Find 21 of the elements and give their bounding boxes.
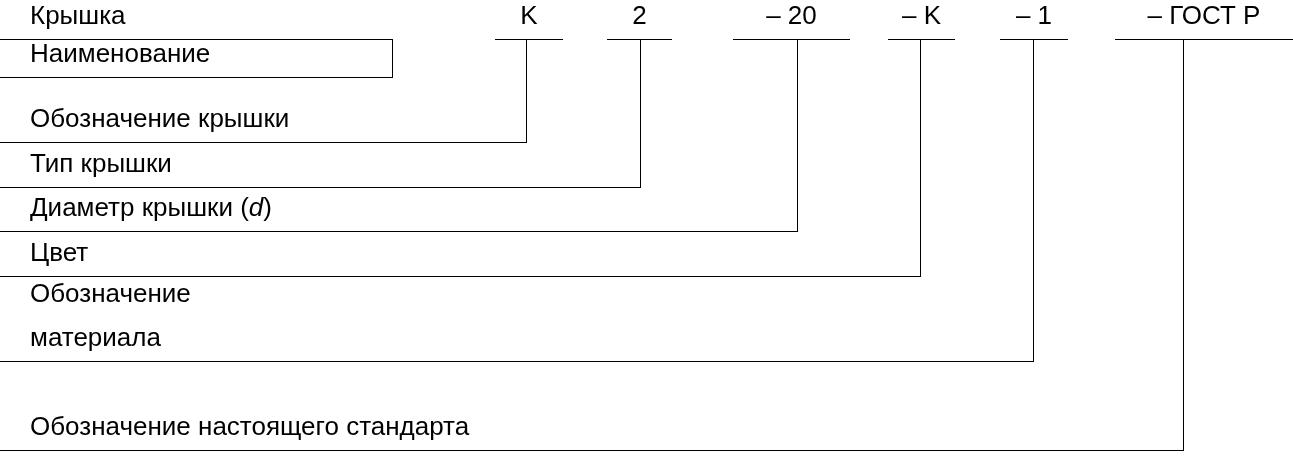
designation-part: K [495, 0, 563, 40]
leader-line [1033, 39, 1034, 363]
description-field: Обозначение настоящего стандарта [0, 362, 1184, 451]
description-field: Обозначение крышки [0, 78, 527, 143]
designation-part: – 20 [733, 0, 850, 40]
leader-line [797, 39, 798, 233]
description-field: Тип крышки [0, 143, 641, 188]
description-field: Цвет [0, 232, 921, 277]
designation-part: 2 [607, 0, 672, 40]
designation-part: – 1 [1000, 0, 1068, 40]
designation-part: Крышка [0, 0, 393, 40]
designation-part: – ГОСТ Р [1115, 0, 1293, 40]
designation-part: – K [888, 0, 955, 40]
leader-line [920, 39, 921, 278]
description-field: Обозначение материала [0, 277, 1034, 362]
leader-line [1183, 39, 1184, 452]
description-field: Наименование [0, 42, 393, 78]
leader-line [392, 39, 393, 79]
description-field: Диаметр крышки (d) [0, 188, 798, 232]
leader-line [526, 39, 527, 144]
leader-line [640, 39, 641, 189]
